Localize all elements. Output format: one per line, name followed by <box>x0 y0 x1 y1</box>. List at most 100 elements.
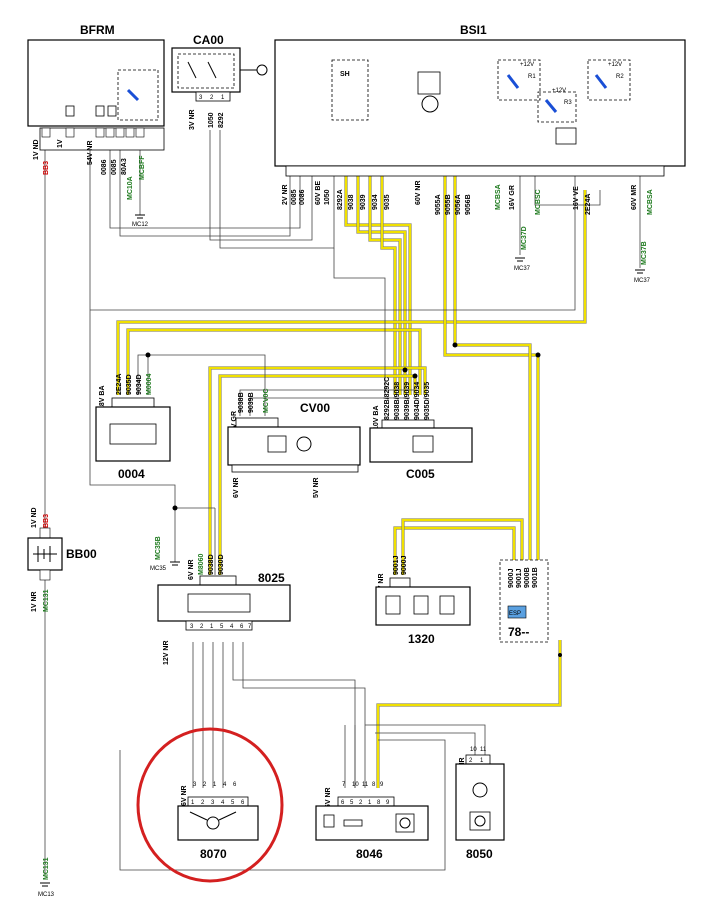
m8046-title: 8046 <box>356 847 383 861</box>
m8070-wire-4: 4 <box>223 782 227 788</box>
bsi1-v12-a: +12V <box>520 62 534 68</box>
ground-label-mc37b: MC37 <box>634 278 651 284</box>
bsi1-wire-9035: 9035 <box>384 194 391 210</box>
cv00-wire-3: MCV0C <box>263 388 270 413</box>
module-cv00: CV00 4V GR 9038B 9039B MCV0C 6V NR 5V NR <box>227 388 361 498</box>
bfrm-wire-80a3: 80A3 <box>121 158 128 175</box>
bsi1-v12-b: +12V <box>552 88 566 94</box>
m78-wire-1: 9000J <box>508 568 515 588</box>
m8046-connector: 6V NR <box>325 787 332 808</box>
fan-icon <box>395 813 415 833</box>
bb00-conn-bottom: 1V NR <box>31 591 38 612</box>
bsi1-conn-60vmr: 60V MR <box>631 185 638 210</box>
bfrm-title: BFRM <box>80 23 115 37</box>
bsi1-wire-8292a: 8292A <box>337 189 344 210</box>
module-8025: 6V NR M8060 9038D 9030D 8025 3 2 1 5 4 6… <box>157 553 291 665</box>
ca00-pin-2: 2 <box>210 95 214 101</box>
m1320-wire-2: 9000J <box>401 555 408 575</box>
ca00-title: CA00 <box>193 33 224 47</box>
c005-wire-5: 9035D/9035 <box>424 382 431 420</box>
bsi1-r1: R1 <box>528 74 536 80</box>
motor-icon <box>189 811 237 830</box>
bsi1-wire-mcbsa2: MCBSA <box>647 189 654 215</box>
m8050-wire-1: 10 <box>470 747 477 753</box>
m8046-pin-2: 5 <box>350 800 354 806</box>
bsi1-conn-16vve: 16V VE <box>573 186 580 210</box>
m8070-pin-4: 4 <box>221 800 225 806</box>
m8025-wire-3: 9030D <box>218 554 225 575</box>
m8046-pin-5: 8 <box>377 800 381 806</box>
m8025-pin-5: 4 <box>230 624 234 630</box>
c0004-title: 0004 <box>118 467 145 481</box>
bsi1-wire-mc37b: MC37B <box>641 241 648 265</box>
motor-icon <box>472 782 488 798</box>
ground-icon <box>135 214 145 219</box>
cv00-wire-1: 9038B <box>238 392 245 413</box>
ground-label-mc35: MC35 <box>150 566 167 572</box>
c005-wire-2: 9038B/9038 <box>394 382 401 420</box>
m8050-pin-2: 1 <box>480 758 484 764</box>
module-0004: 18V BA 2E24A 9035D 9034D M0004 0004 <box>95 373 171 481</box>
m8046-wire-4: 8 <box>372 782 376 788</box>
m8050-title: 8050 <box>466 847 493 861</box>
c005-wire-1: 8292B/8292C <box>384 377 391 420</box>
fan-icon <box>469 811 491 831</box>
c005-wire-4: 9034D/9034 <box>414 382 421 420</box>
m8025-conn-bottom: 12V NR <box>163 640 170 665</box>
m1320-connector: 53V NR <box>378 573 385 598</box>
m8025-pin-6: 6 <box>240 624 244 630</box>
bsi1-conn-2vnr: 2V NR <box>282 184 289 205</box>
bfrm-wire-mcbff: MCBFF <box>139 155 146 180</box>
m8025-conn-top: 6V NR <box>188 559 195 580</box>
bsi1-title: BSI1 <box>460 23 487 37</box>
bsi1-wire-9039: 9039 <box>360 194 367 210</box>
ca00-wire-1050: 1050 <box>208 112 215 128</box>
m8046-pin-6: 9 <box>386 800 390 806</box>
cv00-conn-top: 4V GR <box>231 411 238 432</box>
m8070-connector: 6V NR <box>181 785 188 806</box>
m8046-wire-3: 11 <box>362 782 369 788</box>
bb00-wire-bottom: MC131 <box>43 589 50 612</box>
ground-label-mc12: MC12 <box>132 222 149 228</box>
m8046-wire-2: 10 <box>352 782 359 788</box>
m78-wire-2: 9001J <box>516 568 523 588</box>
bsi1-wire-9034: 9034 <box>372 194 379 210</box>
module-esp: 9000J 9001J 9000B 9001B ESP 78-- <box>499 559 549 643</box>
bsi1-r3: R3 <box>564 100 572 106</box>
module-1320: 53V NR 9001J 9000J 1320 <box>375 555 471 646</box>
key-icon <box>240 64 268 76</box>
bb00-conn-top: 1V ND <box>31 507 38 528</box>
m1320-title: 1320 <box>408 632 435 646</box>
module-8046: 6V NR 7 10 11 8 9 6 5 2 1 8 9 8046 <box>315 782 429 861</box>
bfrm-module: BFRM 1V ND 1V 54V NR BB3 MC10A MCBFF 008… <box>27 23 165 228</box>
m8046-pin-1: 6 <box>341 800 345 806</box>
m8046-pin-4: 1 <box>368 800 372 806</box>
bsi1-wire-0086: 0086 <box>299 189 306 205</box>
m8025-wire-1: M8060 <box>198 553 205 575</box>
cv00-conn-left: 6V NR <box>233 477 240 498</box>
bfrm-wire-0085: 0085 <box>111 159 118 175</box>
ground-label-mc37: MC37 <box>514 266 531 272</box>
bsi1-wire-1050: 1050 <box>324 189 331 205</box>
ca00-pin-3: 3 <box>199 95 203 101</box>
ground-icon <box>40 882 50 887</box>
bsi1-wire-9038: 9038 <box>348 194 355 210</box>
c0004-wire-3: 9034D <box>136 374 143 395</box>
ca00-connector: 3V NR <box>189 109 196 130</box>
m1320-wire-1: 9001J <box>393 555 400 575</box>
c0004-wire-1: 2E24A <box>116 374 123 395</box>
m8070-pin-1: 1 <box>191 800 195 806</box>
c0004-wire-2: 9035D <box>126 374 133 395</box>
m8050-wire-2: 11 <box>480 747 487 753</box>
bsi1-r2: R2 <box>616 74 624 80</box>
bsi1-conn-60vbe: 60V BE <box>315 181 322 205</box>
ca00-module: CA00 3 2 1 3V NR 1050 8292 <box>171 33 268 130</box>
cv00-wire-2: 9039B <box>248 392 255 413</box>
bfrm-conn-1vnd: 1V ND <box>33 139 40 160</box>
bsi1-module: BSI1 SH +12V R1 +12V R3 +12V R2 2V NR 60… <box>274 23 686 284</box>
m78-esp-badge: ESP <box>509 611 521 617</box>
bb00-wire-mc131: MC131 <box>43 857 50 880</box>
m8070-wire-1: 3 <box>193 782 197 788</box>
